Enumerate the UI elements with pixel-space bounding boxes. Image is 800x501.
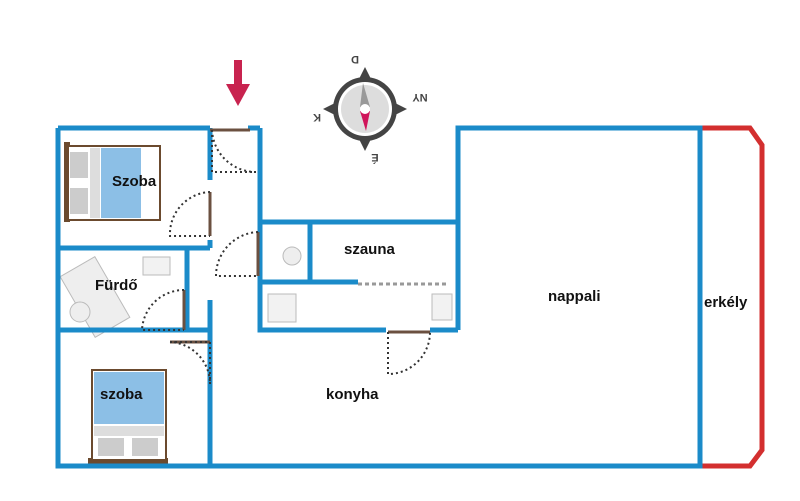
toilet-icon xyxy=(282,246,302,266)
room-label-konyha: konyha xyxy=(326,386,379,403)
room-label-furdo: Fürdő xyxy=(95,277,138,294)
bed-icon xyxy=(64,142,161,222)
balcony-railing xyxy=(700,125,765,469)
doors xyxy=(140,128,446,385)
room-label-erkely: erkély xyxy=(704,294,748,311)
compass-south: D xyxy=(351,53,359,65)
compass-icon xyxy=(323,67,407,151)
bed-icon xyxy=(88,369,168,464)
room-label-szoba-1: Szoba xyxy=(112,173,157,190)
compass-north: É xyxy=(371,151,378,164)
entrance-arrow-icon xyxy=(226,60,250,106)
room-label-szoba-2: szoba xyxy=(100,386,143,403)
compass-west: NY xyxy=(412,91,428,103)
room-label-nappali: nappali xyxy=(548,288,601,305)
sink-icon xyxy=(142,256,171,276)
compass-east: K xyxy=(313,111,321,123)
bathtub-icon xyxy=(59,256,131,338)
toilet-icon xyxy=(69,301,91,323)
sink-icon xyxy=(431,293,453,321)
room-label-szauna: szauna xyxy=(344,241,396,258)
shower-icon xyxy=(267,293,297,323)
